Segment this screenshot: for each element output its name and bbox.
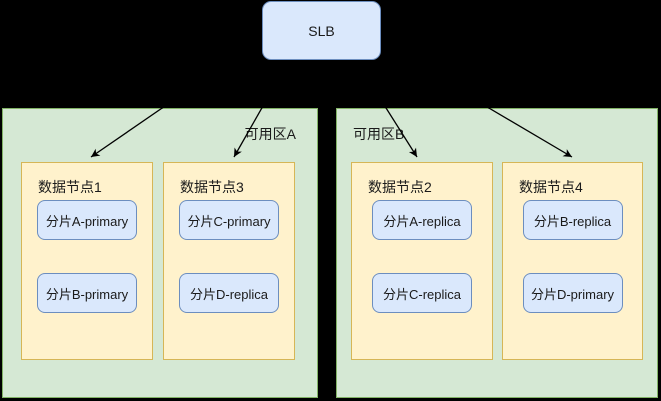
zone-b-label: 可用区B <box>353 126 405 142</box>
data-node-1-label: 数据节点1 <box>38 179 102 195</box>
data-node-3: 数据节点3 分片C-primary 分片D-replica <box>163 162 295 360</box>
zone-b: 可用区B 数据节点2 分片A-replica 分片C-replica 数据节点4… <box>336 108 658 398</box>
shard-b-replica: 分片B-replica <box>522 200 623 240</box>
data-node-4: 数据节点4 分片B-replica 分片D-primary <box>502 162 643 360</box>
slb-label: SLB <box>308 22 335 39</box>
slb-box: SLB <box>262 1 381 60</box>
zone-a-label: 可用区A <box>244 126 296 142</box>
shard-label: 分片A-primary <box>45 213 129 229</box>
shard-label: 分片D-primary <box>530 286 615 302</box>
shard-c-primary: 分片C-primary <box>179 200 279 240</box>
shard-c-replica: 分片C-replica <box>372 273 472 313</box>
shard-d-replica: 分片D-replica <box>179 273 279 313</box>
data-node-1: 数据节点1 分片A-primary 分片B-primary <box>21 162 153 360</box>
data-node-2-label: 数据节点2 <box>368 179 432 195</box>
data-node-2: 数据节点2 分片A-replica 分片C-replica <box>351 162 493 360</box>
shard-label: 分片B-primary <box>45 286 129 302</box>
data-node-4-label: 数据节点4 <box>519 179 583 195</box>
shard-label: 分片A-replica <box>383 213 461 229</box>
shard-label: 分片B-replica <box>533 213 612 229</box>
shard-label: 分片D-replica <box>189 286 268 302</box>
shard-label: 分片C-primary <box>187 213 271 229</box>
shard-a-replica: 分片A-replica <box>372 200 472 240</box>
shard-d-primary: 分片D-primary <box>522 273 623 313</box>
shard-b-primary: 分片B-primary <box>37 273 137 313</box>
shard-a-primary: 分片A-primary <box>37 200 137 240</box>
data-node-3-label: 数据节点3 <box>180 179 244 195</box>
zone-a: 可用区A 数据节点1 分片A-primary 分片B-primary 数据节点3… <box>2 108 318 398</box>
shard-label: 分片C-replica <box>382 286 461 302</box>
